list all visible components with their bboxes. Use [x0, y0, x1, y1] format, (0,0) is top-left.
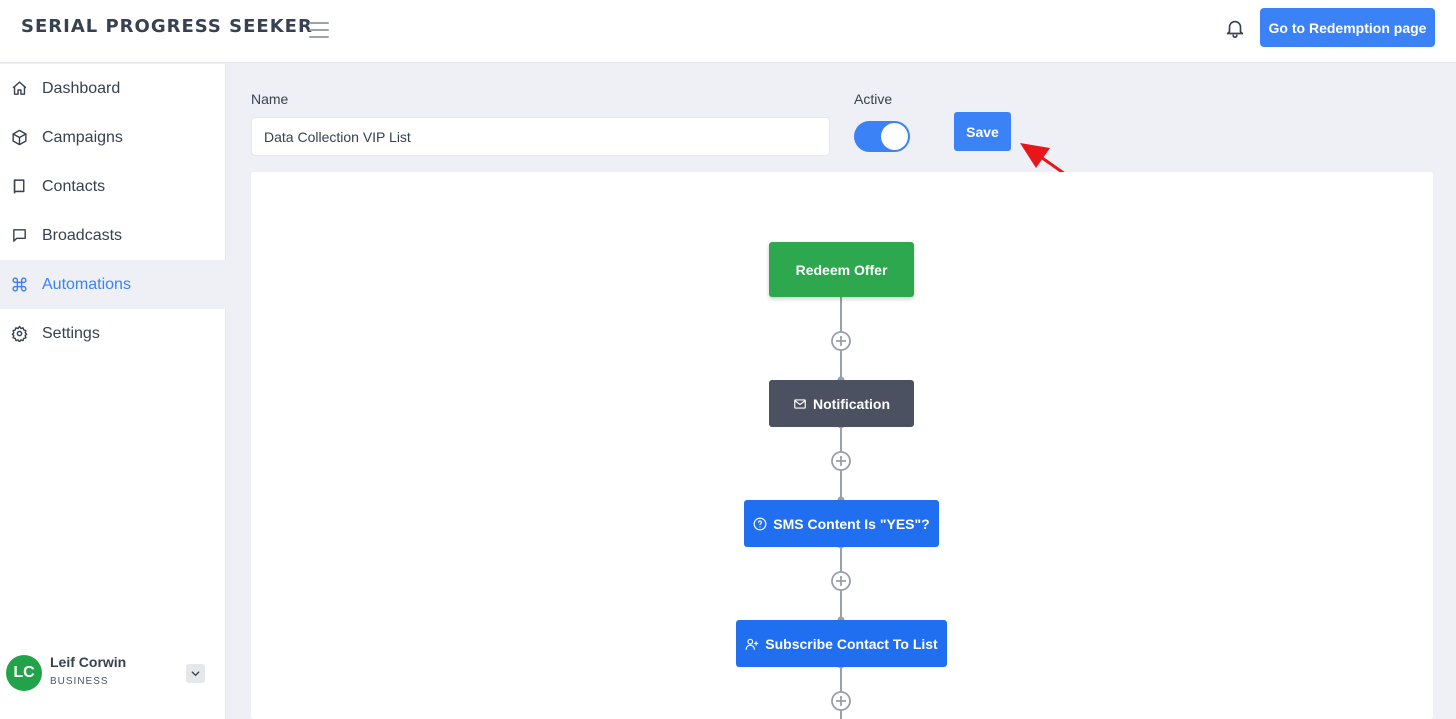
flow-node-sms-condition[interactable]: SMS Content Is "YES"?: [744, 500, 939, 547]
node-label: Subscribe Contact To List: [765, 635, 938, 652]
flow-node-notification[interactable]: Notification: [769, 380, 914, 427]
add-step-plus-icon[interactable]: [831, 451, 851, 471]
node-label: Notification: [813, 395, 890, 412]
question-circle-icon: [753, 517, 767, 530]
sidebar: Dashboard Campaigns Contacts Broadcasts …: [0, 64, 226, 719]
active-label: Active: [854, 91, 893, 107]
hamburger-menu-icon[interactable]: [309, 22, 329, 38]
sidebar-item-label: Contacts: [42, 177, 106, 195]
user-role: BUSINESS: [50, 676, 109, 687]
add-step-plus-icon[interactable]: [831, 691, 851, 711]
flow-node-subscribe-contact[interactable]: Subscribe Contact To List: [736, 620, 947, 667]
chevron-down-icon[interactable]: [186, 664, 205, 683]
chat-bubble-icon: [13, 229, 26, 242]
user-name: Leif Corwin: [50, 654, 127, 670]
command-icon: [12, 277, 27, 292]
add-step-plus-icon[interactable]: [831, 571, 851, 591]
active-toggle[interactable]: [854, 121, 910, 152]
user-profile[interactable]: LC Leif Corwin BUSINESS: [0, 644, 226, 704]
automation-name-input[interactable]: [251, 117, 830, 156]
avatar: LC: [6, 655, 42, 691]
envelope-icon: [794, 398, 806, 409]
bell-icon[interactable]: [1224, 17, 1246, 39]
save-button[interactable]: Save: [954, 112, 1011, 151]
sidebar-item-broadcasts[interactable]: Broadcasts: [0, 211, 226, 260]
sidebar-item-campaigns[interactable]: Campaigns: [0, 113, 226, 162]
add-step-plus-icon[interactable]: [831, 331, 851, 351]
sidebar-item-settings[interactable]: Settings: [0, 309, 226, 358]
cube-icon: [12, 129, 27, 146]
top-header: SERIAL PROGRESS SEEKER Go to Redemption …: [0, 0, 1456, 63]
go-to-redemption-page-button[interactable]: Go to Redemption page: [1260, 8, 1435, 47]
sidebar-item-label: Automations: [42, 275, 131, 293]
sidebar-item-label: Campaigns: [42, 128, 123, 146]
sidebar-item-automations[interactable]: Automations: [0, 260, 226, 309]
toggle-knob: [881, 123, 908, 150]
flow-node-redeem-offer[interactable]: Redeem Offer: [769, 242, 914, 297]
sidebar-item-label: Broadcasts: [42, 226, 123, 244]
node-label: SMS Content Is "YES"?: [773, 515, 930, 532]
user-plus-icon: [745, 638, 759, 650]
sidebar-item-label: Settings: [42, 324, 100, 342]
automation-canvas: Redeem Offer Notification SMS Content Is…: [251, 172, 1433, 719]
name-label: Name: [251, 91, 289, 107]
book-icon: [13, 179, 25, 194]
brand-title: SERIAL PROGRESS SEEKER: [21, 16, 313, 37]
sidebar-item-contacts[interactable]: Contacts: [0, 162, 226, 211]
home-icon: [12, 81, 27, 95]
gear-icon: [11, 325, 28, 342]
sidebar-item-label: Dashboard: [42, 79, 121, 97]
node-label: Redeem Offer: [795, 261, 888, 278]
sidebar-item-dashboard[interactable]: Dashboard: [0, 64, 226, 113]
